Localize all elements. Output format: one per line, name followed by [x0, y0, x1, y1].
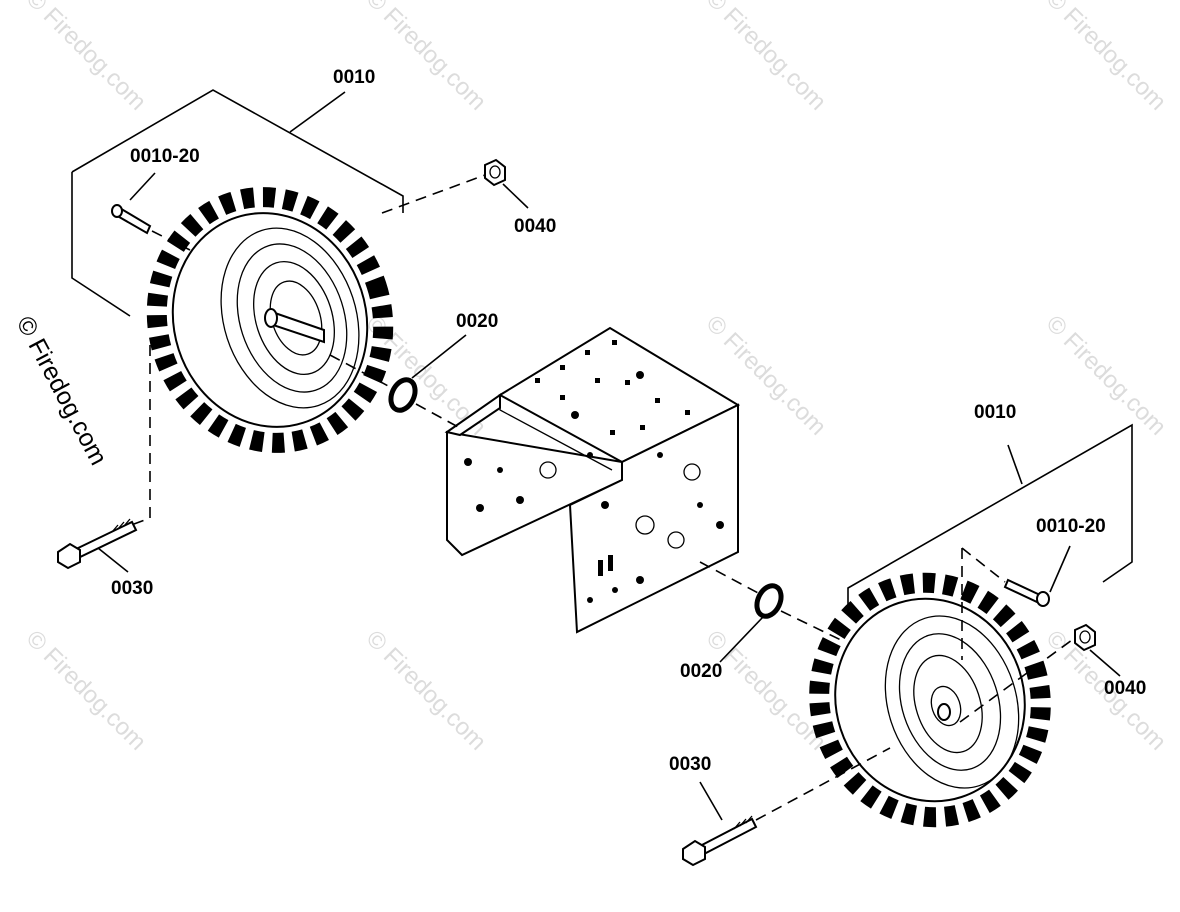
left-washer — [388, 377, 418, 413]
callout-left-valve-stem: 0010-20 — [130, 146, 200, 167]
watermark: © Firedog.com — [21, 0, 152, 116]
watermark: © Firedog.com — [1041, 0, 1172, 116]
watermark: © Firedog.com — [361, 0, 492, 116]
callout-left-nut: 0040 — [514, 216, 556, 237]
assembly-lines — [71, 89, 1133, 821]
callout-right-nut: 0040 — [1104, 678, 1146, 699]
watermark: © Firedog.com — [361, 625, 492, 756]
watermark: © Firedog.com — [701, 0, 832, 116]
callout-left-bolt: 0030 — [111, 578, 153, 599]
side-watermark: © Firedog.com — [11, 312, 113, 470]
axle-frame — [444, 326, 741, 634]
callout-right-washer: 0020 — [680, 661, 722, 682]
right-washer — [754, 583, 784, 619]
right-nut — [1074, 623, 1096, 652]
callout-left-washer: 0020 — [456, 311, 498, 332]
left-bolt — [57, 518, 138, 570]
callout-right-valve-stem: 0010-20 — [1036, 516, 1106, 537]
watermark: © Firedog.com — [21, 625, 152, 756]
left-nut — [484, 158, 506, 187]
callout-right-bolt: 0030 — [669, 754, 711, 775]
right-wheel — [809, 572, 1051, 828]
watermark: © Firedog.com — [1041, 310, 1172, 441]
callout-left-wheel-assembly: 0010 — [333, 67, 375, 88]
callout-labels: 0010 0010-20 0040 0020 0030 0010 0010-20… — [111, 67, 1146, 775]
right-bolt — [682, 815, 758, 867]
callout-right-wheel-assembly: 0010 — [974, 402, 1016, 423]
left-wheel — [146, 187, 394, 453]
left-valve-stem — [111, 204, 152, 235]
right-valve-stem — [1003, 578, 1050, 607]
